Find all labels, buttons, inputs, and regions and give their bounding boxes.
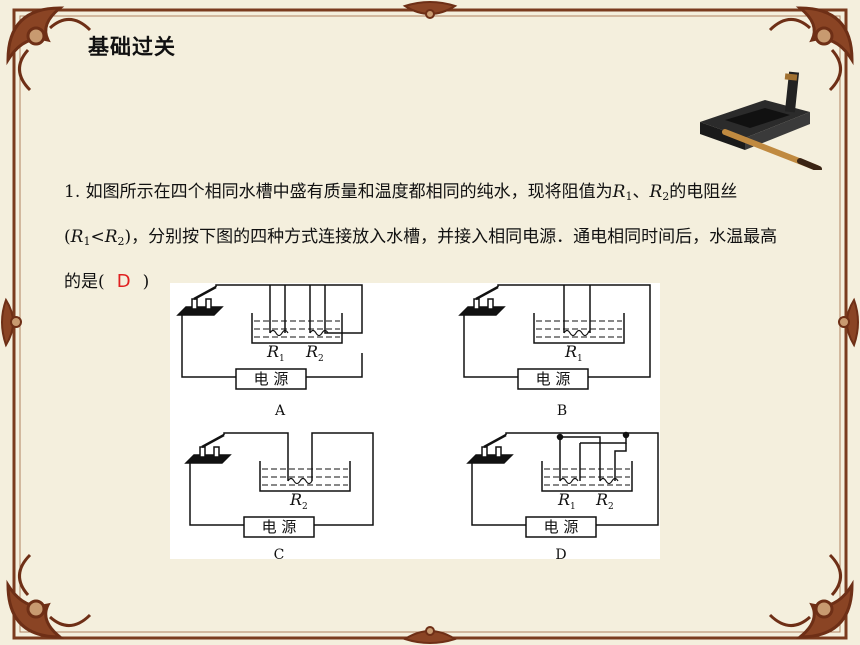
resistor-coil-icon — [563, 329, 591, 337]
power-source-label: 电 源 — [544, 518, 579, 536]
side-ornament-right — [838, 297, 859, 348]
power-source-box — [517, 368, 589, 390]
svg-text:R: R — [305, 342, 318, 361]
circuit-letter: B — [557, 403, 567, 419]
svg-text:R: R — [289, 490, 302, 509]
svg-text:1: 1 — [570, 502, 576, 512]
circuit-a: R 1 R 2 电 源 A — [176, 284, 363, 419]
power-source-label: 电 源 — [262, 518, 297, 536]
corner-ornament-tl — [6, 6, 92, 92]
circuit-letter: C — [274, 547, 285, 559]
inkstone-brush-illustration — [700, 71, 822, 170]
section-heading: 基础过关 — [88, 35, 176, 59]
resistor-coil-icon — [287, 477, 313, 485]
switch-icon — [184, 433, 232, 464]
power-source-box — [525, 516, 597, 538]
corner-ornament-tr — [768, 6, 854, 92]
water-tank — [541, 461, 633, 492]
switch-icon — [176, 285, 224, 316]
svg-text:2: 2 — [318, 354, 324, 364]
corner-ornament-br — [768, 553, 854, 639]
water-tank — [533, 313, 625, 344]
power-source-label: 电 源 — [254, 370, 289, 388]
circuit-b: R 1 电 源 B — [458, 284, 651, 419]
side-ornament-left — [1, 297, 22, 348]
svg-text:1: 1 — [577, 354, 583, 364]
question-text: 1. 如图所示在四个相同水槽中盛有质量和温度都相同的纯水，现将阻值为R1、R2的… — [64, 172, 784, 302]
switch-icon — [466, 433, 514, 464]
power-source-label: 电 源 — [536, 370, 571, 388]
power-source-box — [243, 516, 315, 538]
answer-choice: D — [116, 271, 131, 292]
corner-ornament-bl — [6, 553, 92, 639]
svg-text:1: 1 — [279, 354, 285, 364]
circuit-c: R 2 电 源 C — [184, 432, 374, 563]
circuit-d: R 1 R 2 电 源 D — [466, 431, 659, 563]
side-ornament-bottom — [402, 626, 458, 644]
side-ornament-top — [402, 1, 458, 19]
resistor-coil-icon — [269, 329, 329, 337]
circuit-diagrams-svg: R 1 R 2 电 源 A — [176, 284, 659, 563]
resistor-coil-icon — [559, 477, 619, 485]
svg-text:R: R — [595, 490, 608, 509]
svg-text:2: 2 — [302, 502, 308, 512]
svg-text:R: R — [557, 490, 570, 509]
power-source-box — [235, 368, 307, 390]
question-number: 1. — [64, 182, 81, 202]
water-tank — [259, 461, 351, 492]
water-tank — [251, 313, 343, 344]
circuit-letter: D — [555, 547, 566, 559]
svg-text:2: 2 — [608, 502, 614, 512]
svg-text:R: R — [564, 342, 577, 361]
circuit-letter: A — [274, 403, 286, 419]
circuit-figure: R 1 R 2 电 源 A — [170, 283, 660, 563]
switch-icon — [458, 285, 506, 316]
svg-text:R: R — [266, 342, 279, 361]
